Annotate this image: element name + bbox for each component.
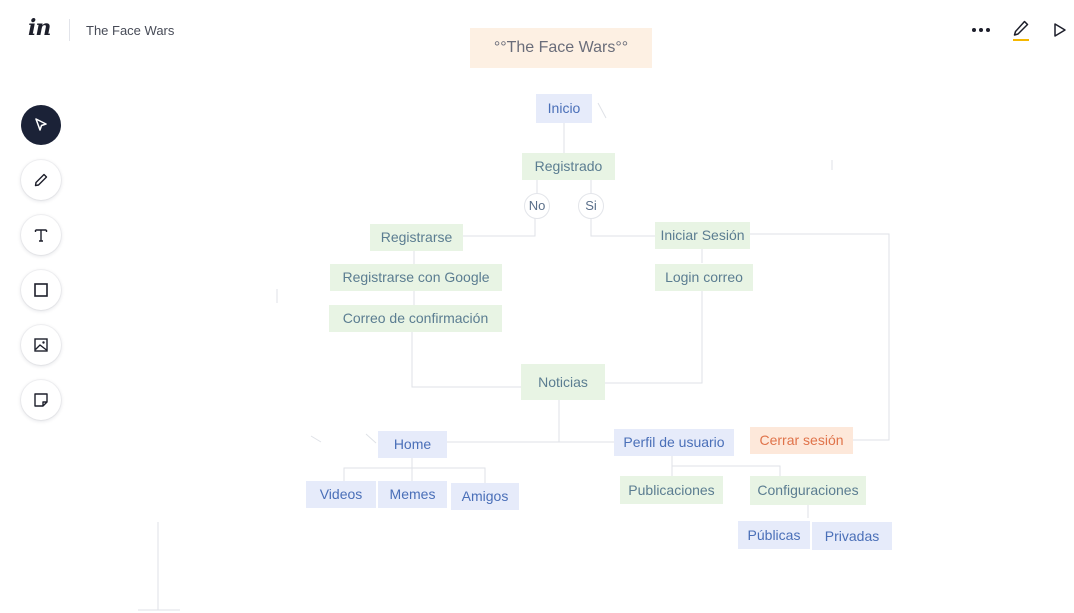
edit-mode-underline — [1013, 39, 1029, 41]
node-iniciar-sesion[interactable]: Iniciar Sesión — [655, 222, 750, 249]
node-login-correo[interactable]: Login correo — [655, 264, 753, 291]
node-cerrar-sesion[interactable]: Cerrar sesión — [750, 427, 853, 454]
rectangle-tool-button[interactable] — [21, 270, 61, 310]
node-privadas[interactable]: Privadas — [812, 522, 892, 550]
more-horizontal-icon[interactable] — [969, 18, 993, 42]
node-amigos[interactable]: Amigos — [451, 483, 519, 510]
select-tool-button[interactable] — [21, 105, 61, 145]
node-inicio[interactable]: Inicio — [536, 94, 592, 123]
rectangle-icon — [34, 283, 48, 297]
node-home[interactable]: Home — [378, 431, 447, 458]
document-title[interactable]: The Face Wars — [86, 23, 175, 38]
image-icon — [34, 338, 48, 352]
play-icon[interactable] — [1048, 18, 1072, 42]
node-registrarse-google[interactable]: Registrarse con Google — [330, 264, 502, 291]
sticky-note-icon — [34, 393, 48, 407]
flowchart-title[interactable]: °°The Face Wars°° — [470, 28, 652, 68]
text-icon — [34, 229, 48, 242]
node-videos[interactable]: Videos — [306, 481, 376, 508]
node-perfil-usuario[interactable]: Perfil de usuario — [614, 429, 734, 456]
node-publicas[interactable]: Públicas — [738, 521, 810, 549]
image-tool-button[interactable] — [21, 325, 61, 365]
node-memes[interactable]: Memes — [378, 481, 447, 508]
sticky-note-tool-button[interactable] — [21, 380, 61, 420]
node-no[interactable]: No — [524, 193, 550, 219]
pen-tool-button[interactable] — [21, 160, 61, 200]
header-divider — [69, 19, 70, 41]
node-configuraciones[interactable]: Configuraciones — [750, 476, 866, 505]
node-registrado[interactable]: Registrado — [522, 153, 615, 180]
pencil-icon[interactable] — [1009, 18, 1033, 42]
pen-icon — [34, 173, 48, 187]
text-tool-button[interactable] — [21, 215, 61, 255]
node-registrarse[interactable]: Registrarse — [370, 224, 463, 251]
select-icon — [35, 118, 47, 131]
node-correo-confirmacion[interactable]: Correo de confirmación — [329, 305, 502, 332]
node-publicaciones[interactable]: Publicaciones — [620, 476, 723, 504]
invision-logo[interactable]: in — [28, 15, 51, 41]
node-noticias[interactable]: Noticias — [521, 364, 605, 400]
node-si[interactable]: Si — [578, 193, 604, 219]
